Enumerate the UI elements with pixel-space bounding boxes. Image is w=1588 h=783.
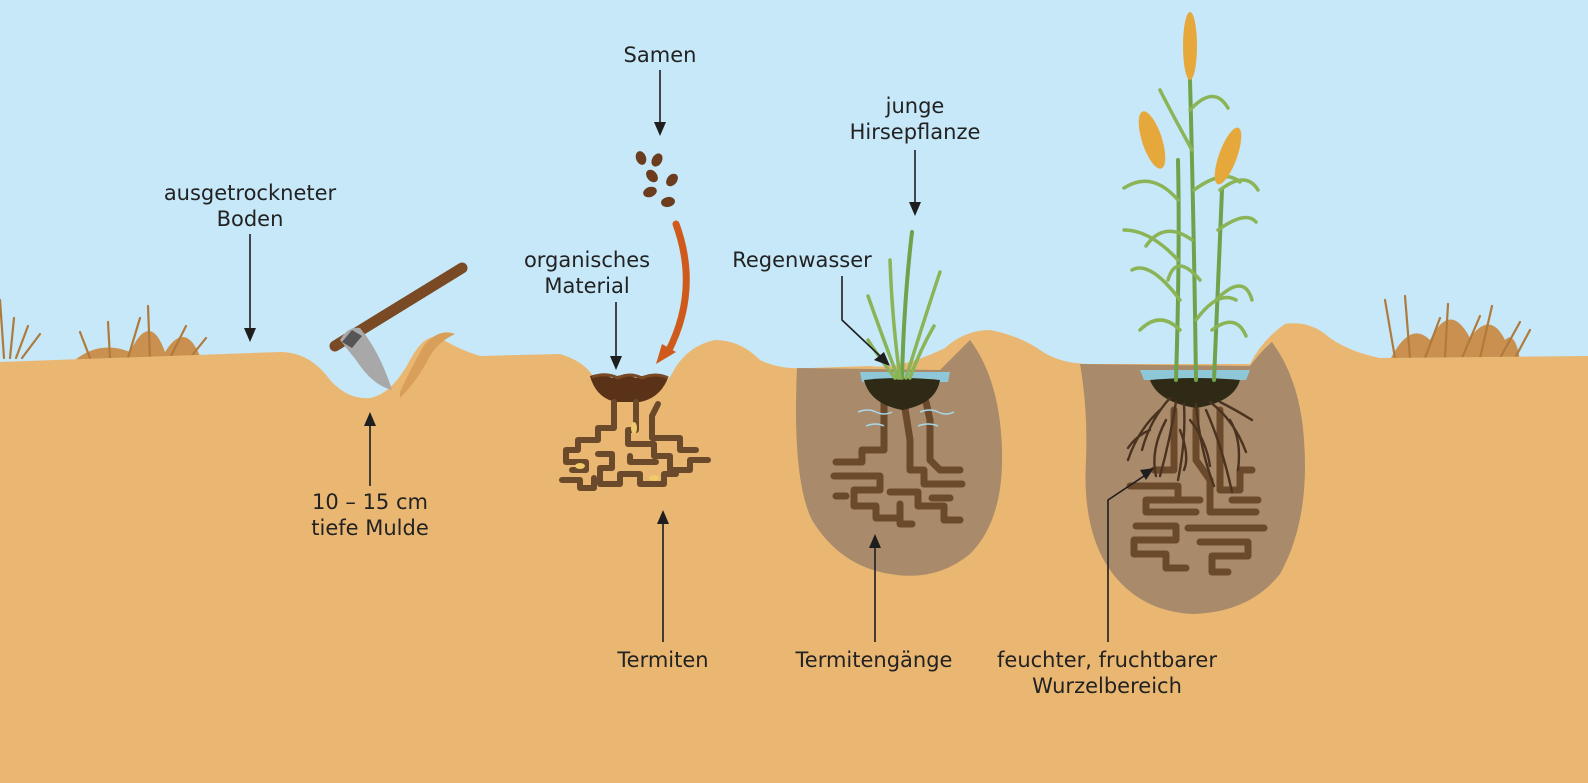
label-pit-1: 10 – 15 cm	[312, 490, 428, 514]
label-dry-soil-1: ausgetrockneter	[164, 181, 337, 205]
label-pit-2: tiefe Mulde	[311, 516, 429, 540]
label-organic-2: Material	[544, 274, 629, 298]
label-tunnels: Termitengänge	[795, 648, 953, 672]
label-rainwater: Regenwasser	[732, 248, 872, 272]
label-young-plant-1: junge	[885, 94, 945, 118]
label-root-zone-1: feuchter, fruchtbarer	[997, 648, 1217, 672]
label-root-zone-2: Wurzelbereich	[1032, 674, 1182, 698]
label-seeds: Samen	[624, 43, 697, 67]
label-young-plant-2: Hirsepflanze	[850, 120, 981, 144]
label-termites: Termiten	[616, 648, 708, 672]
label-organic-1: organisches	[524, 248, 650, 272]
soil	[0, 323, 1588, 783]
label-dry-soil-2: Boden	[217, 207, 284, 231]
